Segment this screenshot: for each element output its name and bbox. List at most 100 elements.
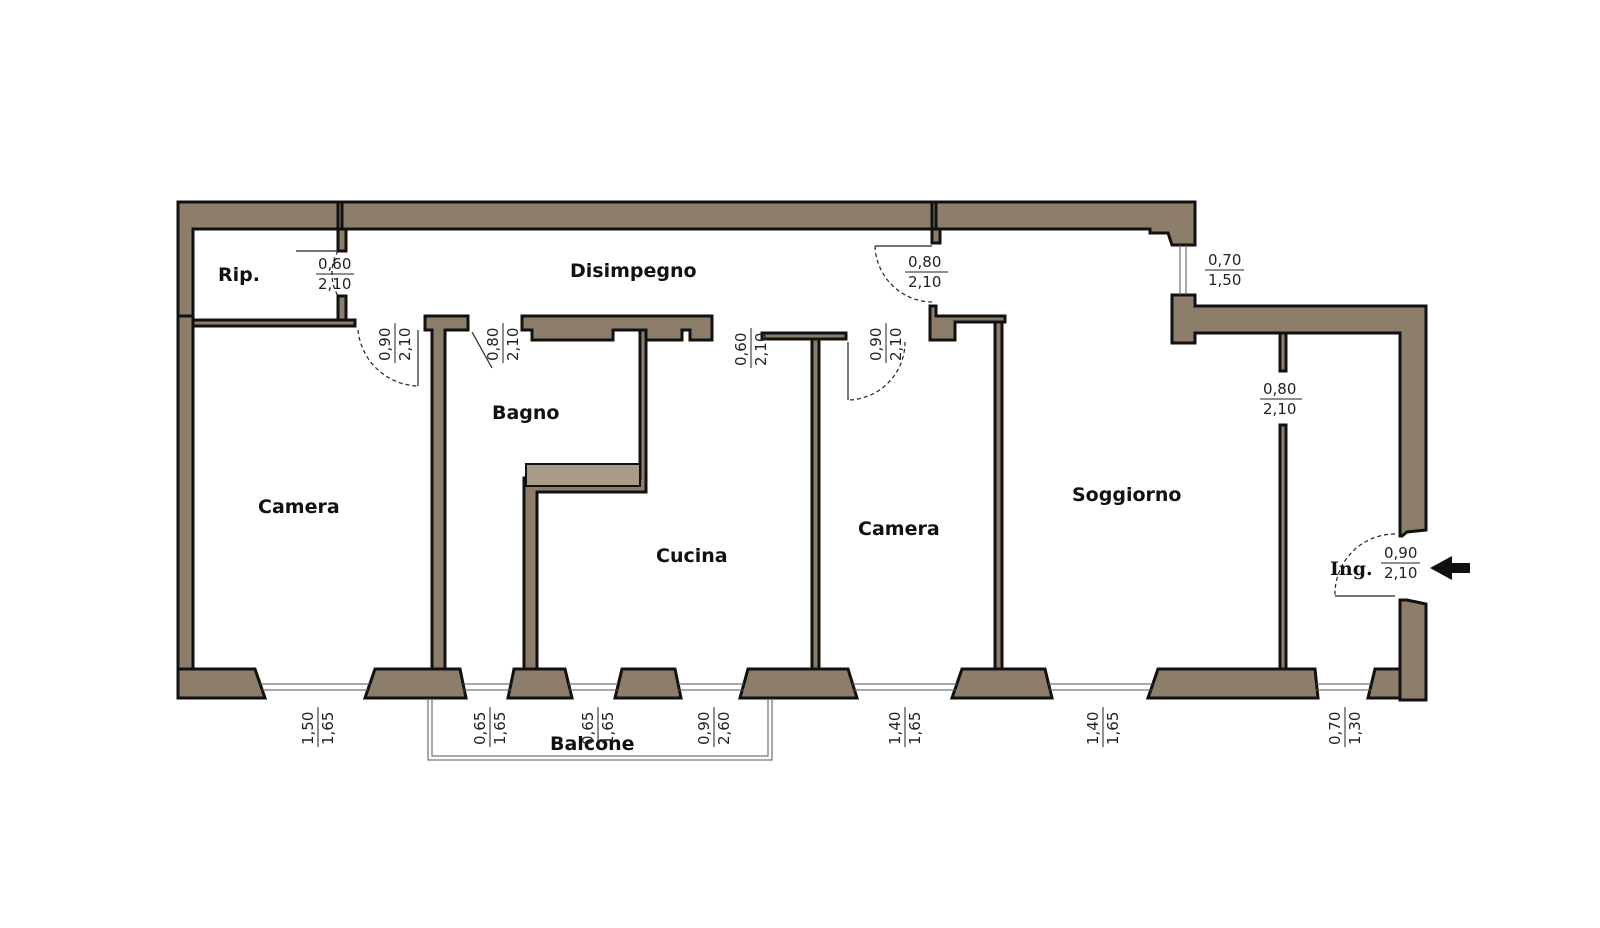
svg-text:2,10: 2,10 [396, 328, 414, 361]
dim-window-bagno: 0,65 1,65 [471, 707, 509, 747]
wall-bottom-3 [506, 667, 574, 700]
svg-text:0,90: 0,90 [376, 328, 394, 361]
label-bagno: Bagno [492, 402, 559, 424]
svg-text:2,10: 2,10 [318, 275, 351, 293]
dim-entrance-door: 0,90 2,10 [1381, 544, 1420, 582]
label-soggiorno: Soggiorno [1072, 484, 1181, 506]
window-bagno [463, 683, 511, 691]
label-balcone: Balcone [550, 733, 635, 755]
dim-door-balcone: 0,90 2,60 [695, 707, 733, 747]
svg-text:1,40: 1,40 [1084, 712, 1102, 745]
exterior-walls [176, 200, 1428, 702]
wall-cucina-top-right [760, 331, 848, 341]
svg-text:0,65: 0,65 [471, 712, 489, 745]
svg-text:0,90: 0,90 [695, 712, 713, 745]
svg-text:0,60: 0,60 [732, 333, 750, 366]
svg-text:2,10: 2,10 [908, 273, 941, 291]
window-soggiorno [1048, 683, 1153, 691]
dim-window-camera1: 1,50 1,65 [299, 707, 337, 747]
wall-bottom-4 [613, 667, 683, 700]
wall-rip-jamb-bottom [336, 294, 348, 322]
dim-window-soggiorno: 1,40 1,65 [1084, 707, 1122, 747]
top-window [1179, 245, 1187, 295]
svg-text:0,90: 0,90 [867, 328, 885, 361]
label-ripostiglio: Rip. [218, 264, 260, 286]
swing-camera2 [847, 341, 906, 401]
dim-bagno-door: 0,80 2,10 [484, 323, 522, 363]
wall-stub-2 [930, 200, 938, 231]
dim-camera1-door: 0,90 2,10 [376, 323, 414, 363]
wall-stub-3 [930, 227, 942, 245]
svg-text:0,60: 0,60 [318, 255, 351, 273]
door-swings [296, 245, 1396, 597]
swing-camera1 [357, 329, 419, 387]
wall-right-top [1170, 293, 1428, 538]
svg-text:0,70: 0,70 [1326, 712, 1344, 745]
dim-camera2-door: 0,90 2,10 [867, 323, 905, 363]
svg-text:2,10: 2,10 [1263, 400, 1296, 418]
room-labels: Rip. Disimpegno Bagno Camera Cucina Came… [218, 260, 1373, 755]
svg-text:0,80: 0,80 [1263, 380, 1296, 398]
svg-text:0,70: 0,70 [1208, 251, 1241, 269]
wall-bagno-top [520, 314, 714, 342]
swing-entrance [1334, 533, 1396, 597]
balcony [427, 698, 773, 761]
arrow-left-icon [1430, 556, 1470, 580]
dim-window-cucina: 0,65 1,65 [579, 707, 617, 747]
label-camera-1: Camera [258, 496, 340, 518]
svg-text:1,40: 1,40 [886, 712, 904, 745]
svg-text:1,65: 1,65 [599, 712, 617, 745]
wall-bottom-1 [176, 667, 268, 700]
wall-cucina-camera2 [810, 337, 821, 671]
svg-text:2,10: 2,10 [752, 333, 770, 366]
svg-text:1,50: 1,50 [1208, 271, 1241, 289]
interior-walls [191, 200, 1288, 671]
wall-bottom-6 [949, 667, 1054, 700]
wall-right-lower [1398, 598, 1428, 702]
label-disimpegno: Disimpegno [570, 260, 697, 282]
label-ingresso: Ing. [1330, 558, 1373, 580]
dim-top-window: 0,70 1,50 [1205, 251, 1244, 289]
dimension-labels-vertical: 0,90 2,10 0,80 2,10 0,60 2,10 0,90 2,10 … [299, 323, 1364, 747]
leaf-bagno [471, 331, 493, 369]
windows [260, 245, 1371, 691]
wall-left [176, 314, 195, 671]
window-camera2 [852, 683, 957, 691]
wall-bottom-5 [738, 667, 860, 700]
svg-text:1,65: 1,65 [319, 712, 337, 745]
svg-text:0,65: 0,65 [579, 712, 597, 745]
label-camera-2: Camera [858, 518, 940, 540]
label-cucina: Cucina [656, 545, 728, 567]
wall-camera1-bagno [423, 314, 470, 671]
wall-bottom-7 [1145, 667, 1320, 700]
dim-window-ingresso: 0,70 1,30 [1326, 707, 1364, 747]
dim-disimpegno-door: 0,80 2,10 [905, 253, 948, 291]
window-ingresso [1316, 683, 1371, 691]
wall-soggiorno-ingresso-top [1278, 331, 1288, 373]
svg-text:2,10: 2,10 [887, 328, 905, 361]
svg-text:0,80: 0,80 [908, 253, 941, 271]
wall-hatched-block [525, 463, 641, 487]
dim-cucina-door: 0,60 2,10 [732, 328, 770, 368]
svg-text:0,90: 0,90 [1384, 544, 1417, 562]
wall-camera2-soggiorno [993, 320, 1004, 671]
svg-text:2,60: 2,60 [715, 712, 733, 745]
window-cucina [568, 683, 618, 691]
dimension-labels-horizontal: 0,60 2,10 0,80 2,10 0,70 1,50 0,80 2,10 … [316, 251, 1420, 582]
wall-bagno-cucina [522, 328, 648, 671]
svg-text:1,50: 1,50 [299, 712, 317, 745]
window-camera1 [260, 683, 370, 691]
svg-text:1,30: 1,30 [1346, 712, 1364, 745]
wall-bottom-2 [362, 667, 468, 700]
svg-text:0,80: 0,80 [484, 328, 502, 361]
wall-bottom-8 [1366, 667, 1402, 700]
swing-disimpegno [874, 245, 933, 303]
svg-text:2,10: 2,10 [504, 328, 522, 361]
svg-text:2,10: 2,10 [1384, 564, 1417, 582]
door-balcone [678, 683, 744, 691]
wall-stub-1 [336, 200, 344, 231]
wall-soggiorno-ingresso [1278, 423, 1288, 671]
svg-text:1,65: 1,65 [491, 712, 509, 745]
dim-rip-door: 0,60 2,10 [316, 255, 354, 293]
